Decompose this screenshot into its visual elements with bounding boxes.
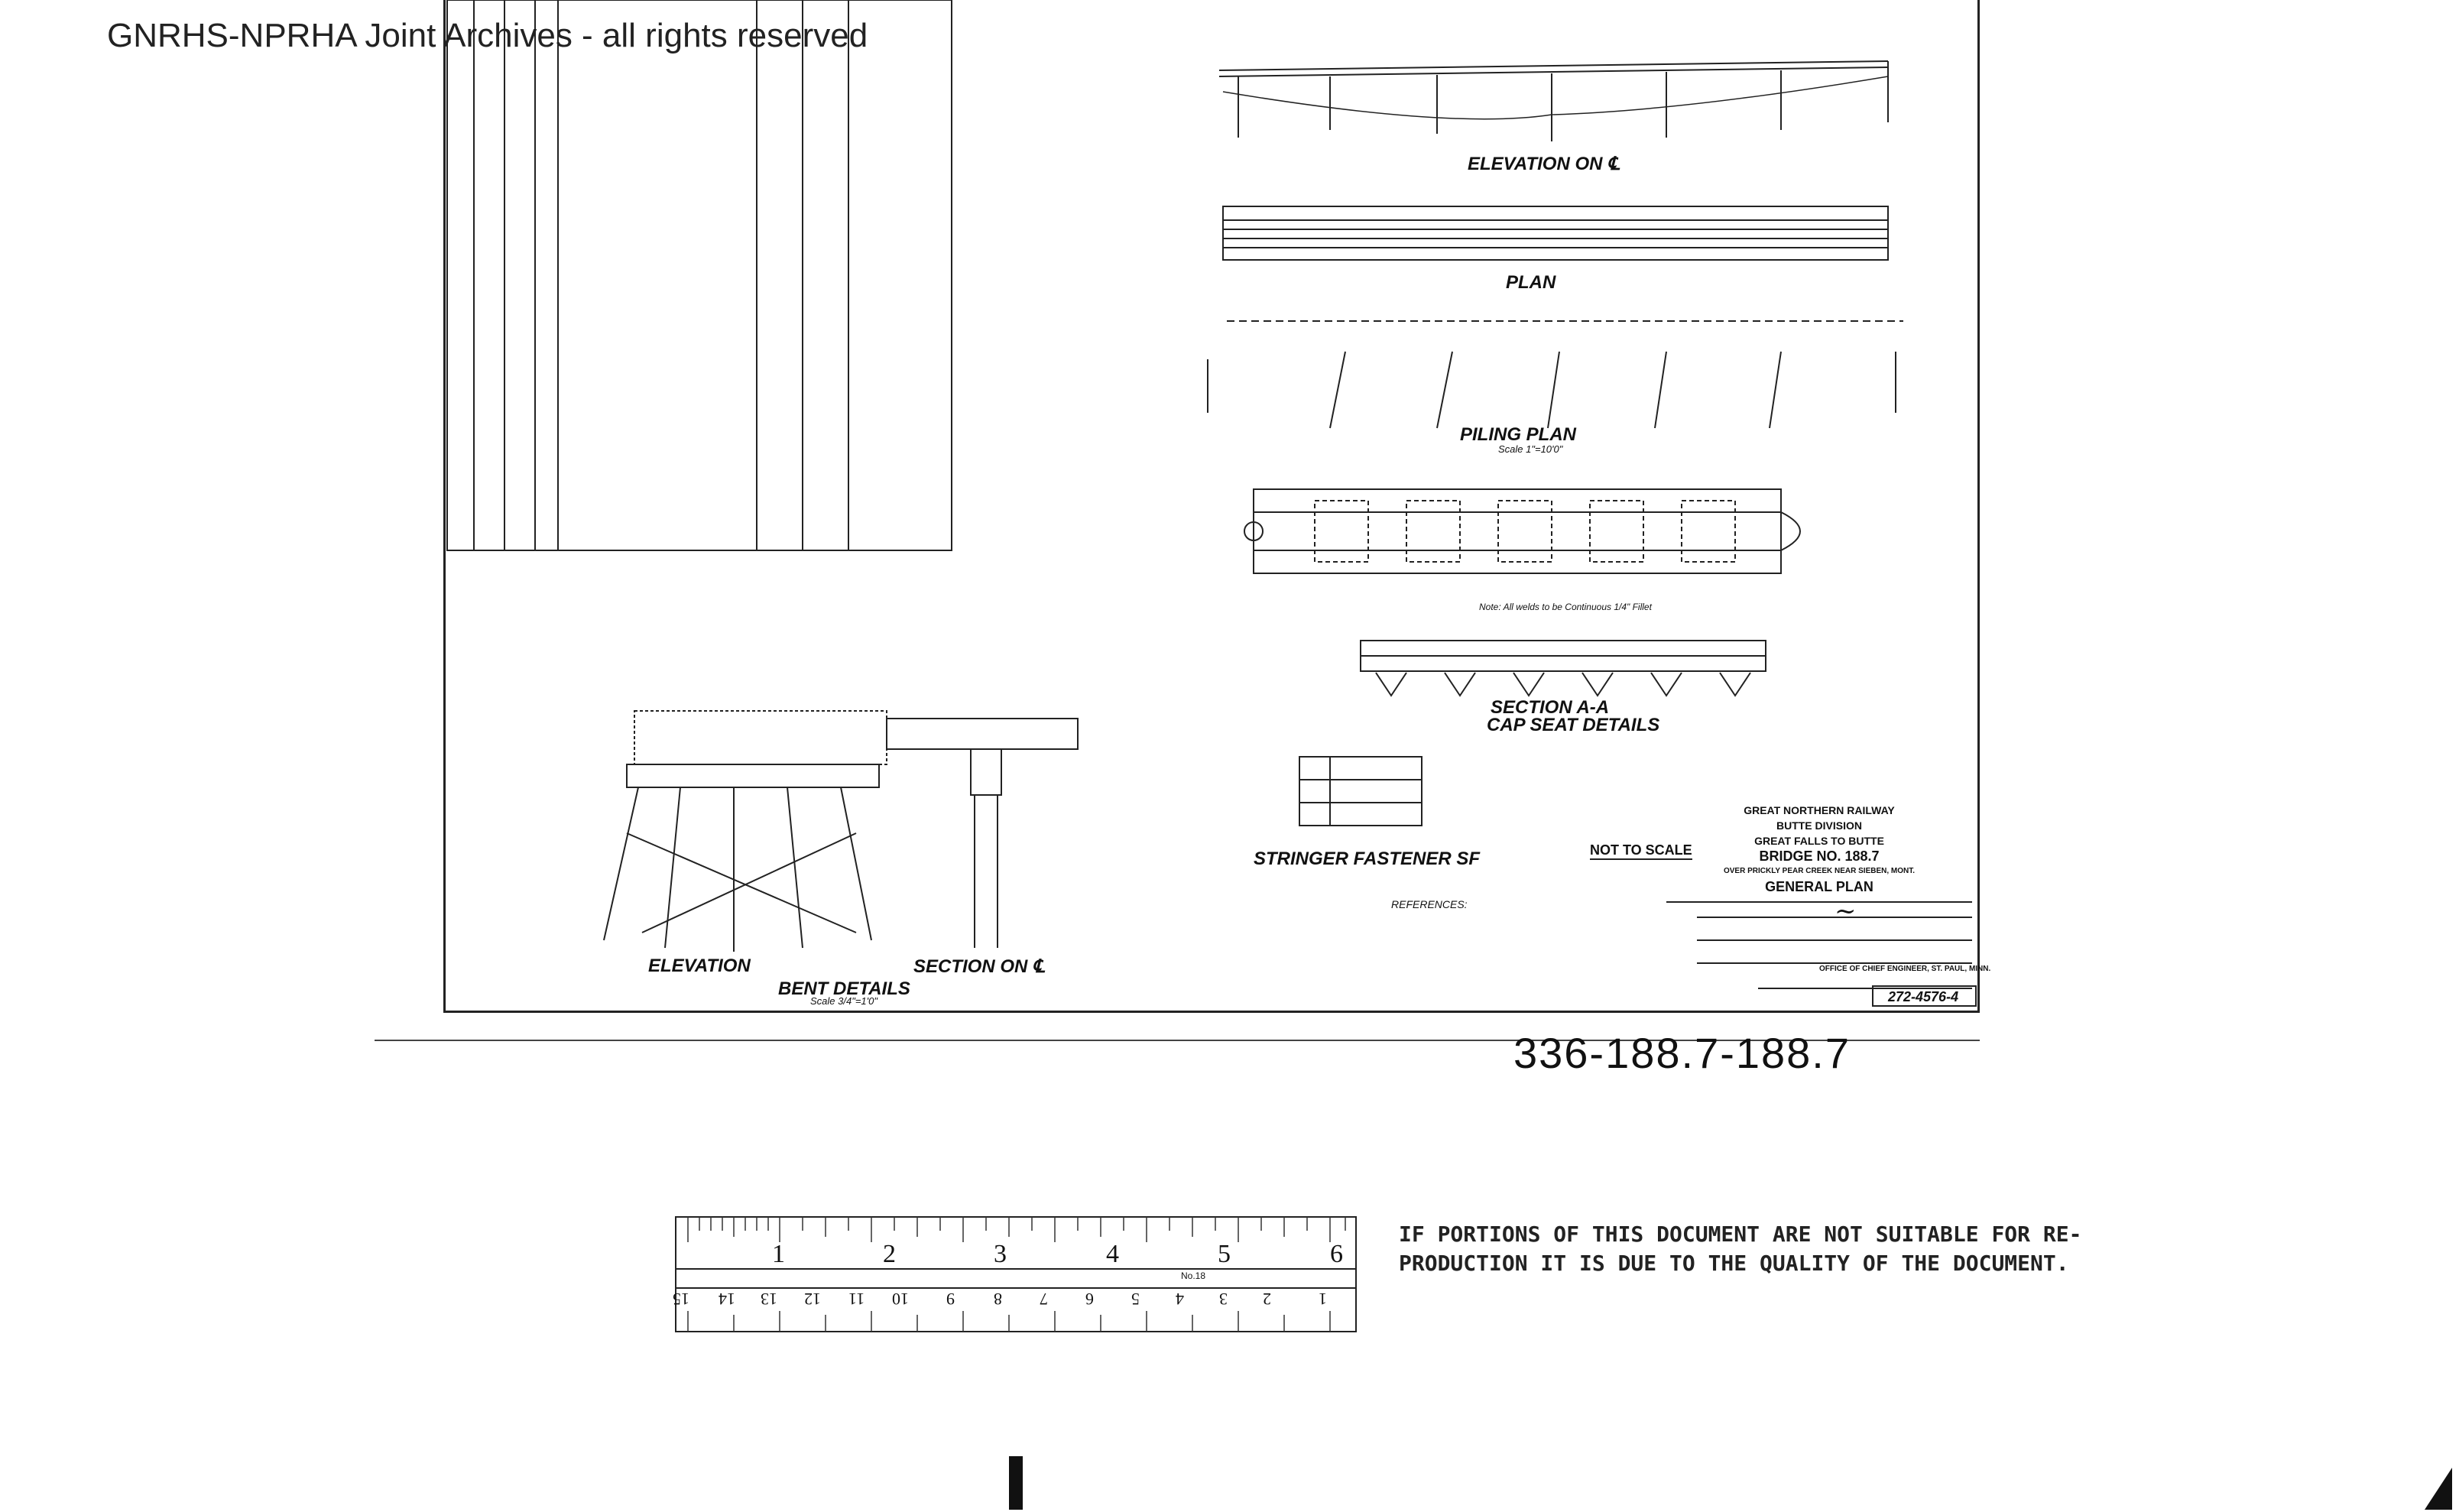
notice-line-1: IF PORTIONS OF THIS DOCUMENT ARE NOT SUI… [1399, 1222, 2082, 1247]
ruler-num-bottom: 9 [946, 1290, 955, 1309]
label-section-on-cl: SECTION ON ℄ [913, 956, 1045, 977]
ruler-num: 5 [1218, 1240, 1231, 1268]
bent-elevation [603, 710, 887, 952]
title-route: GREAT FALLS TO BUTTE [1754, 835, 1884, 847]
ruler-num-bottom: 4 [1176, 1290, 1184, 1309]
not-to-scale-stamp: NOT TO SCALE [1590, 842, 1692, 860]
ruler-num-bottom: 11 [848, 1290, 865, 1309]
ruler-ticks [687, 1217, 1346, 1332]
piling-plan [1207, 320, 1903, 429]
sheet-bottom-rule [375, 1040, 1980, 1041]
ruler-model: No.18 [1181, 1270, 1206, 1281]
archive-watermark: GNRHS-NPRHA Joint Archives - all rights … [107, 17, 868, 54]
label-piling-plan: PILING PLAN [1460, 424, 1577, 445]
label-references: REFERENCES: [1391, 898, 1468, 910]
title-railway: GREAT NORTHERN RAILWAY [1744, 804, 1895, 816]
cap-plan [1244, 488, 1801, 574]
title-over: OVER PRICKLY PEAR CREEK NEAR SIEBEN, MON… [1723, 867, 1916, 875]
ruler-num: 6 [1330, 1240, 1343, 1268]
ruler-num: 3 [994, 1240, 1007, 1268]
ruler-num: 2 [883, 1240, 896, 1268]
ruler-num-bottom: 2 [1263, 1290, 1271, 1309]
notice-line-2: PRODUCTION IT IS DUE TO THE QUALITY OF T… [1399, 1251, 2069, 1276]
title-division: BUTTE DIVISION [1776, 819, 1862, 832]
label-elevation-on-cl: ELEVATION ON ℄ [1468, 154, 1620, 174]
title-general-plan: GENERAL PLAN [1765, 879, 1873, 894]
reproduction-notice: IF PORTIONS OF THIS DOCUMENT ARE NOT SUI… [1399, 1220, 2081, 1278]
label-bent-scale: Scale 3/4"=1'0" [810, 995, 878, 1007]
label-section-aa: SECTION A-A [1491, 697, 1610, 718]
ruler-num-bottom: 8 [994, 1290, 1002, 1309]
materials-table [446, 0, 952, 551]
plan-view [1222, 206, 1889, 261]
ruler-num-bottom: 13 [761, 1290, 777, 1309]
corner-mark [2425, 1468, 2452, 1510]
ruler-num-bottom: 1 [1319, 1290, 1327, 1309]
ruler-num-bottom: 5 [1131, 1290, 1140, 1309]
title-block: GREAT NORTHERN RAILWAY BUTTE DIVISION GR… [1666, 803, 1972, 894]
ruler-num-bottom: 10 [892, 1290, 909, 1309]
stringer-fastener [1299, 756, 1423, 826]
signature-mark: ~ [1835, 896, 1857, 926]
ruler-num-bottom: 15 [673, 1290, 689, 1309]
ruler-num-bottom: 6 [1085, 1290, 1094, 1309]
ruler-num: 4 [1106, 1240, 1119, 1268]
label-stringer-fastener: STRINGER FASTENER SF [1254, 848, 1481, 869]
title-block-grid [1666, 901, 1977, 1007]
label-piling-scale: Scale 1"=10'0" [1498, 443, 1563, 455]
label-welds-note: Note: All welds to be Continuous 1/4" Fi… [1479, 602, 1652, 612]
drawing-number: 272-4576-4 [1888, 989, 1959, 1004]
bent-section [886, 718, 1079, 948]
ruler-graphic [675, 1216, 1357, 1332]
drawing-sheet [443, 0, 1980, 1013]
label-bent-elevation: ELEVATION [648, 956, 751, 976]
ruler-num-bottom: 12 [804, 1290, 821, 1309]
scan-mark [1009, 1456, 1023, 1510]
title-office: OFFICE OF CHIEF ENGINEER, ST. PAUL, MINN… [1819, 965, 1991, 973]
label-bent-details: BENT DETAILS [778, 978, 910, 999]
ruler-num-bottom: 7 [1040, 1290, 1048, 1309]
elevation-view [1218, 60, 1889, 141]
label-plan: PLAN [1506, 272, 1556, 293]
ruler-num-bottom: 3 [1219, 1290, 1228, 1309]
label-cap-seat: CAP SEAT DETAILS [1487, 715, 1660, 735]
handwritten-number: 336-188.7-188.7 [1513, 1029, 1851, 1077]
ruler-num-bottom: 14 [719, 1290, 735, 1309]
ruler-num: 1 [772, 1240, 785, 1268]
section-aa [1360, 640, 1766, 697]
title-bridge: BRIDGE NO. 188.7 [1759, 848, 1880, 864]
